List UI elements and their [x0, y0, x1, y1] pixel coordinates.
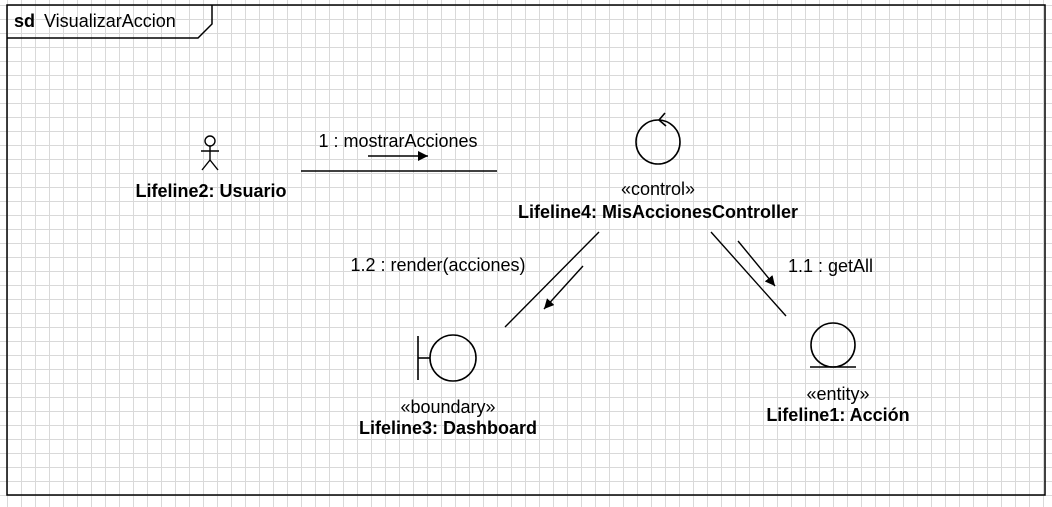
lifeline-dashboard-name[interactable]: Lifeline3: Dashboard	[359, 418, 537, 438]
entity-icon[interactable]	[810, 322, 856, 368]
link-controller-accion[interactable]	[710, 231, 787, 317]
frame-keyword: sd	[14, 11, 35, 31]
lifeline-accion-name[interactable]: Lifeline1: Acción	[766, 405, 909, 425]
lifeline-usuario-name[interactable]: Lifeline2: Usuario	[135, 181, 286, 201]
lifeline-controller-name[interactable]: Lifeline4: MisAccionesController	[518, 202, 798, 222]
message-label-render: 1.2 : render(acciones)	[350, 255, 525, 275]
message-label-getall: 1.1 : getAll	[788, 256, 873, 276]
frame-title: VisualizarAccion	[44, 11, 176, 31]
message-arrow-getall	[737, 240, 776, 287]
actor-icon[interactable]	[201, 135, 219, 171]
message-label-mostrar: 1 : mostrarAcciones	[318, 131, 477, 151]
boundary-icon[interactable]	[417, 334, 477, 382]
lifeline-controller-stereotype: «control»	[621, 179, 695, 199]
lifeline-accion-stereotype: «entity»	[806, 384, 869, 404]
link-controller-dashboard[interactable]	[504, 231, 600, 328]
diagram-frame	[6, 4, 1046, 496]
message-arrow-render	[543, 265, 584, 310]
control-icon[interactable]	[635, 112, 681, 165]
lifeline-dashboard-stereotype: «boundary»	[400, 397, 495, 417]
frame-title-tab	[7, 5, 213, 39]
